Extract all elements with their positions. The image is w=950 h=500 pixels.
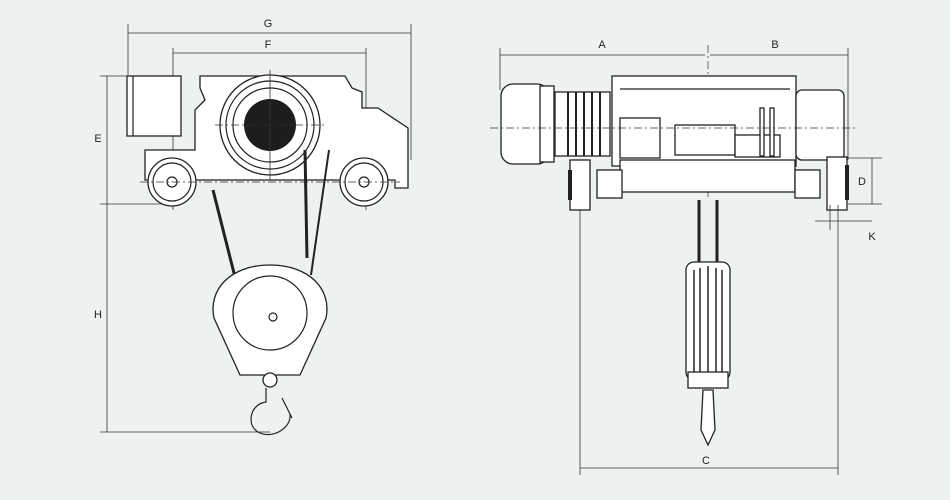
dim-label-d: D [858, 176, 866, 188]
dim-label-b: B [771, 39, 778, 51]
dim-label-f: F [265, 39, 272, 51]
side-hook [700, 389, 716, 447]
side-wheel-right [826, 156, 848, 211]
dim-label-g: G [264, 18, 273, 30]
dim-label-c: C [702, 455, 710, 467]
trolley-girder [619, 159, 796, 193]
dim-label-h: H [94, 309, 102, 321]
dim-label-k: K [868, 231, 876, 243]
gearbox [795, 89, 845, 161]
motor-box [126, 75, 182, 137]
hook [250, 388, 291, 436]
side-wheel-left [569, 159, 591, 211]
dim-label-a: A [598, 39, 606, 51]
side-view: A B D K [490, 39, 882, 475]
dim-label-e: E [94, 133, 101, 145]
front-view: G F E H [94, 18, 412, 436]
